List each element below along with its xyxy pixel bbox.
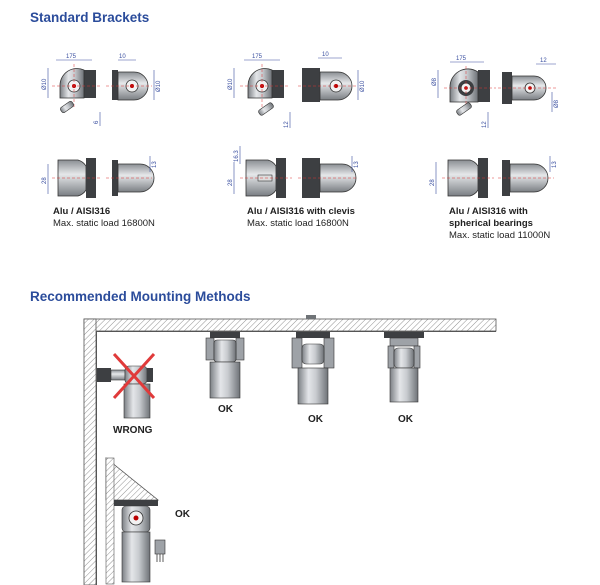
label-wrong: WRONG xyxy=(113,425,153,436)
svg-text:Ø8: Ø8 xyxy=(432,77,438,86)
svg-text:13: 13 xyxy=(552,161,558,168)
mounting-methods-heading: Recommended Mounting Methods xyxy=(30,289,251,304)
dim-offset: 16.3 xyxy=(234,150,240,162)
svg-text:28: 28 xyxy=(430,179,436,186)
svg-text:175: 175 xyxy=(456,56,467,62)
mount-ok-4 xyxy=(105,457,166,585)
svg-text:Ø8: Ø8 xyxy=(554,99,560,108)
caption-spherical-name2: spherical bearings xyxy=(449,218,533,229)
bracket-spherical-front-view: 175 Ø8 12 xyxy=(432,56,496,128)
caption-alu-name: Alu / AISI316 xyxy=(53,206,111,217)
svg-text:13: 13 xyxy=(354,161,360,168)
bracket-spherical-side-view: 12 Ø8 xyxy=(498,58,560,112)
label-ok-1: OK xyxy=(218,404,233,415)
caption-spherical-name: Alu / AISI316 with xyxy=(449,206,528,217)
bracket-clevis-front-view: 175 Ø10 12 xyxy=(228,54,291,128)
bracket-clevis-side-view: 10 Ø10 xyxy=(298,52,366,102)
dim-height-front: 28 xyxy=(42,177,48,184)
mount-ok-3 xyxy=(384,332,424,403)
svg-text:175: 175 xyxy=(252,54,263,60)
dim-dia-left: Ø10 xyxy=(42,78,48,90)
svg-text:Ø10: Ø10 xyxy=(360,80,366,92)
svg-text:12: 12 xyxy=(482,121,488,128)
caption-clevis-load: Max. static load 16800N xyxy=(247,218,349,229)
dim-dia-right: Ø10 xyxy=(156,80,162,92)
caption-spherical: Alu / AISI316 with spherical bearings Ma… xyxy=(449,206,550,242)
caption-clevis-name: Alu / AISI316 with clevis xyxy=(247,206,355,217)
wall-and-ceiling xyxy=(83,318,497,585)
label-ok-3: OK xyxy=(398,414,413,425)
dim-thickness: 10 xyxy=(119,54,126,60)
dim-width-top: 175 xyxy=(66,54,77,60)
bracket-alu-side-view: 10 Ø10 6 xyxy=(94,54,162,126)
dim-plate: 6 xyxy=(94,120,100,124)
bracket-alu-top-views: 28 13 xyxy=(42,156,158,198)
mount-ok-1 xyxy=(205,332,245,399)
dim-height-side: 13 xyxy=(152,161,158,168)
caption-spherical-load: Max. static load 11000N xyxy=(449,230,551,241)
svg-text:28: 28 xyxy=(228,179,234,186)
mount-ok-2 xyxy=(291,315,335,405)
standard-brackets-heading: Standard Brackets xyxy=(30,10,150,25)
bracket-spherical-top-views: 28 13 xyxy=(430,156,558,198)
caption-alu: Alu / AISI316 Max. static load 16800N xyxy=(53,206,155,230)
caption-clevis: Alu / AISI316 with clevis Max. static lo… xyxy=(247,206,355,230)
bracket-clevis-top-views: 28 16.3 13 xyxy=(228,146,360,198)
svg-text:12: 12 xyxy=(540,58,547,64)
svg-text:12: 12 xyxy=(284,121,290,128)
label-ok-2: OK xyxy=(308,414,323,425)
label-ok-4: OK xyxy=(175,509,190,520)
mount-wrong xyxy=(97,352,156,419)
svg-text:10: 10 xyxy=(322,52,329,58)
caption-alu-load: Max. static load 16800N xyxy=(53,218,155,229)
bracket-alu-front-view: 175 Ø10 xyxy=(42,54,100,113)
svg-text:Ø10: Ø10 xyxy=(228,78,234,90)
